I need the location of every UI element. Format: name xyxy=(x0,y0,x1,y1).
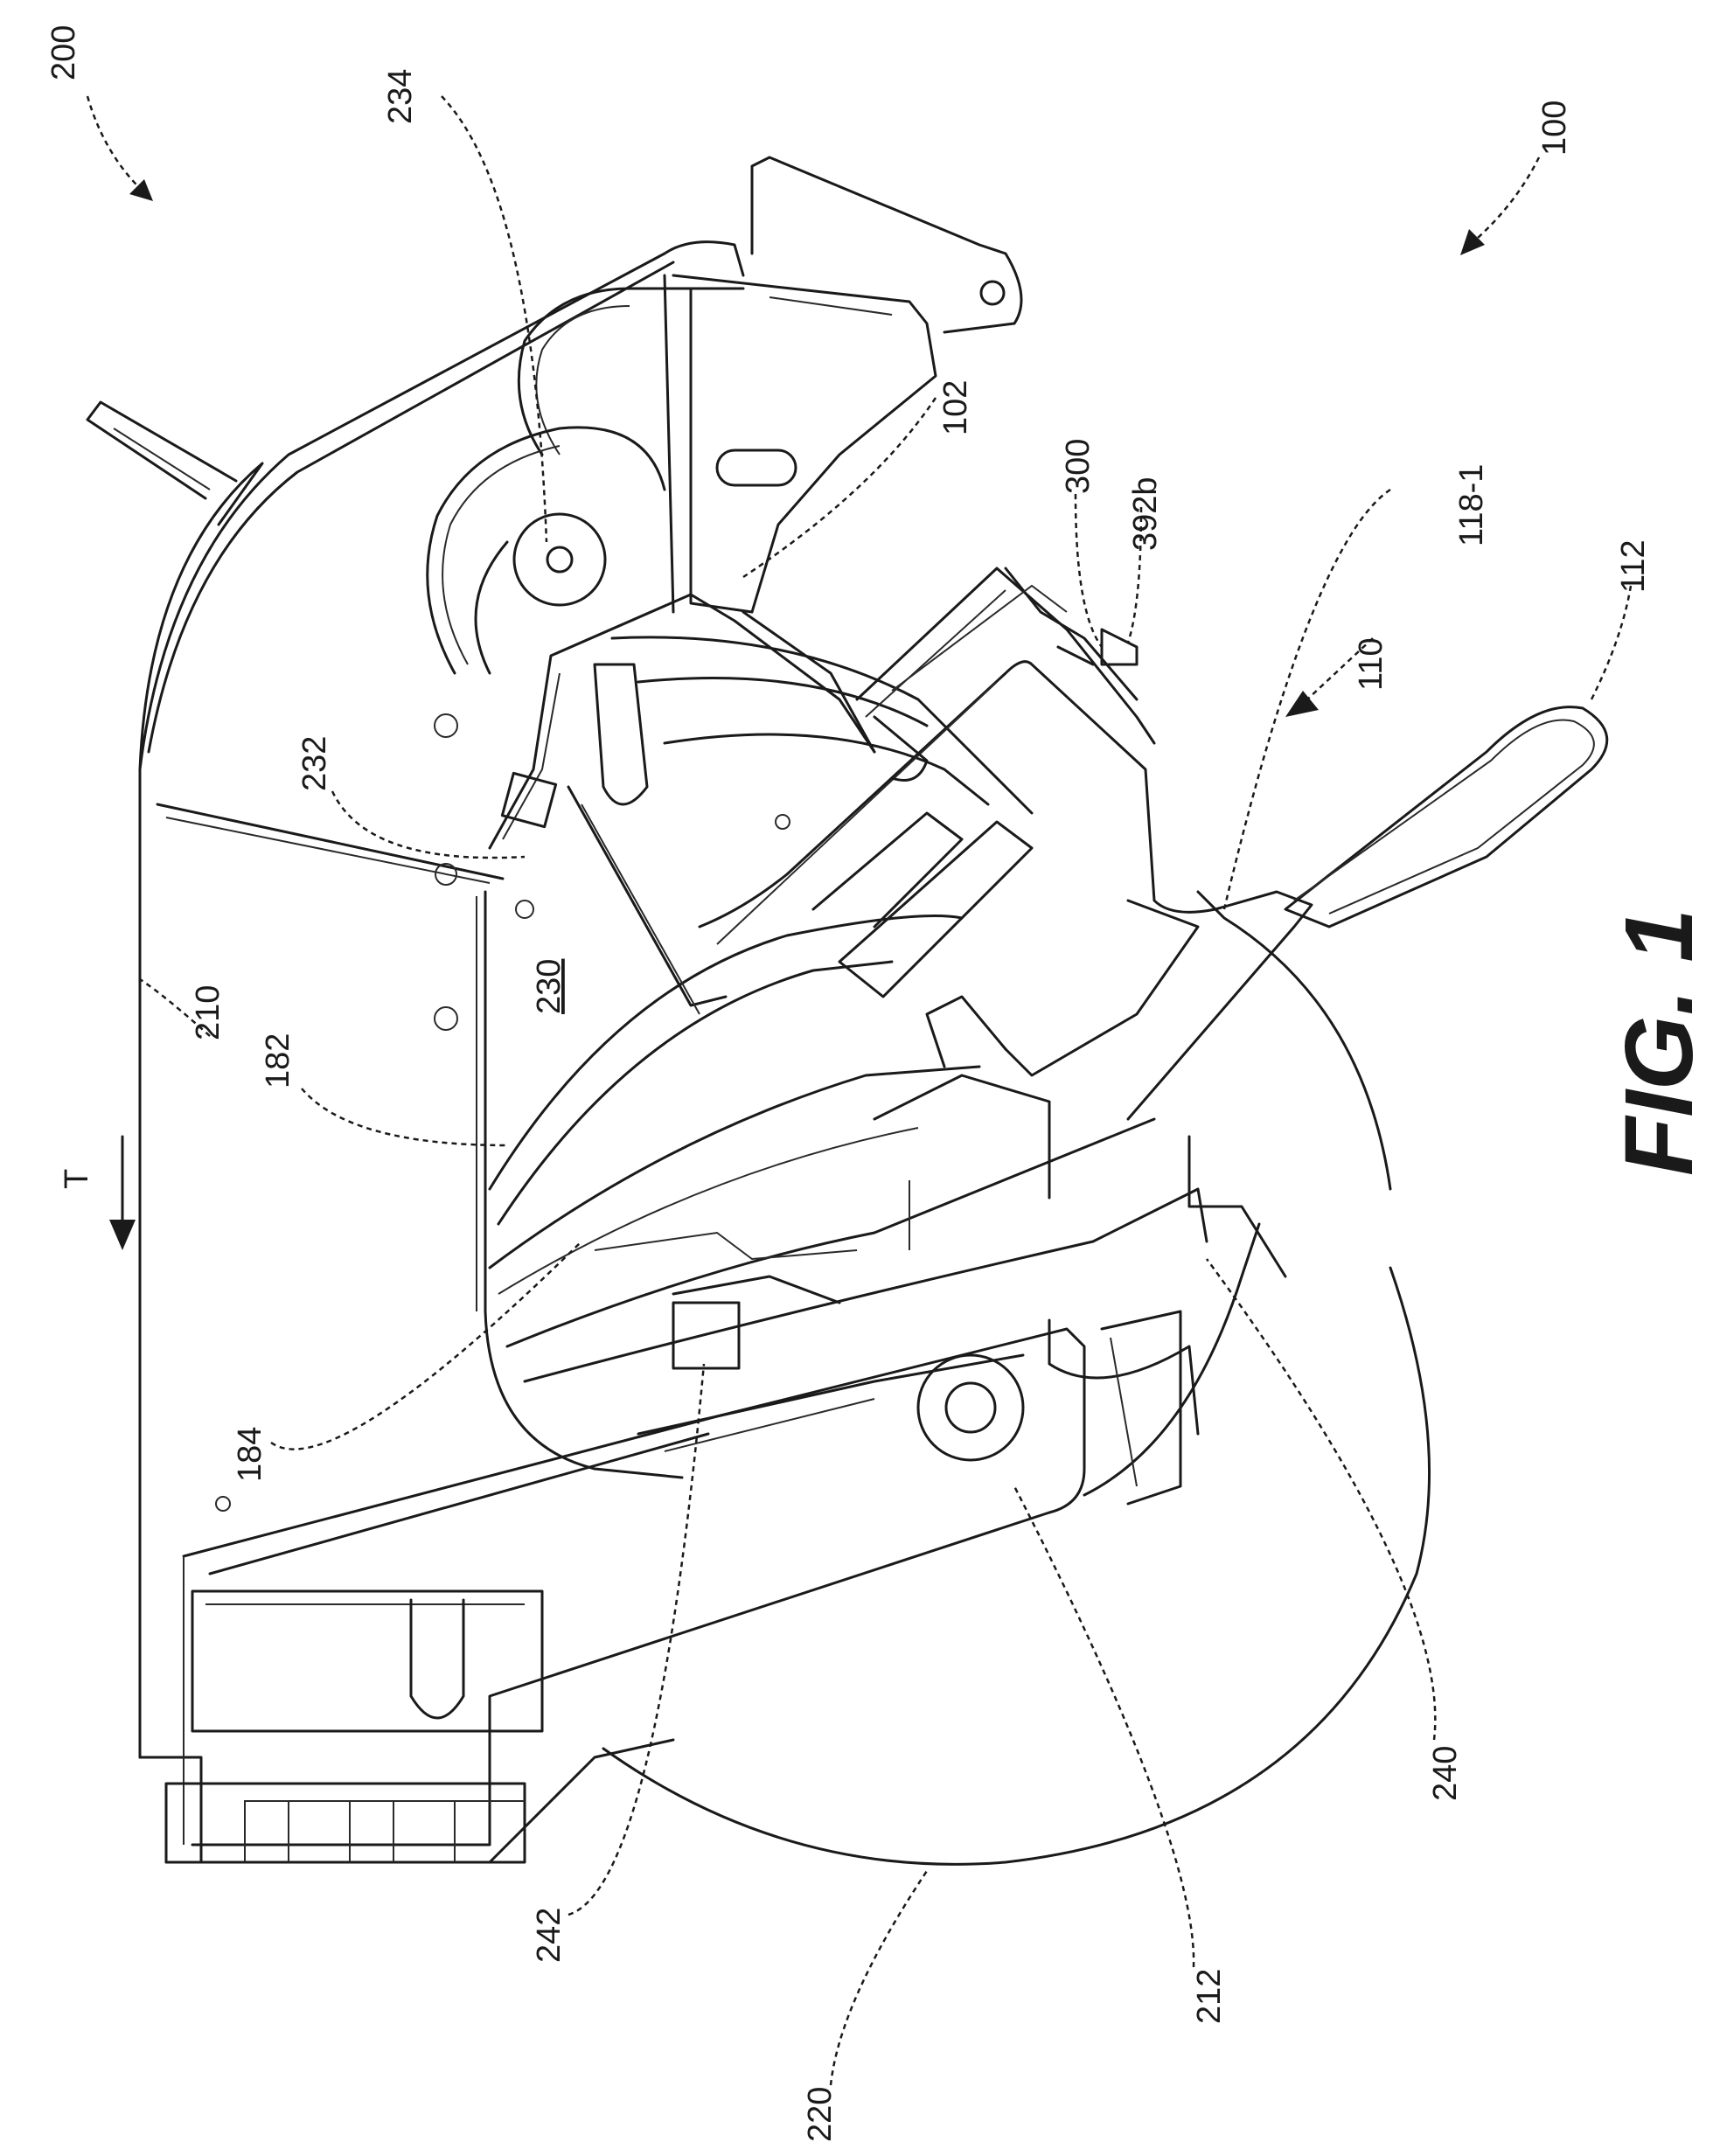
figure-caption: FIG. 1 xyxy=(1605,908,1713,1176)
ref-arrows xyxy=(87,96,1539,1250)
cartridge-110 xyxy=(700,568,1312,1119)
label-212: 212 xyxy=(1191,1969,1228,2024)
arm-bracket-232 xyxy=(490,595,874,1014)
label-220: 220 xyxy=(802,2087,839,2142)
label-200: 200 xyxy=(45,25,82,80)
housing-body xyxy=(87,242,1198,1862)
label-118-1: 118-1 xyxy=(1453,464,1490,546)
label-234: 234 xyxy=(382,69,419,124)
label-112: 112 xyxy=(1615,539,1652,593)
label-210: 210 xyxy=(190,985,226,1040)
label-184: 184 xyxy=(232,1427,268,1482)
label-100: 100 xyxy=(1536,101,1573,156)
label-110: 110 xyxy=(1353,637,1389,691)
label-240: 240 xyxy=(1427,1746,1464,1801)
label-300: 300 xyxy=(1060,439,1097,494)
leader-lines xyxy=(140,96,1631,2085)
label-392b: 392b xyxy=(1127,476,1164,551)
label-102: 102 xyxy=(937,380,974,435)
handle-loop-112 xyxy=(1285,707,1607,927)
label-242: 242 xyxy=(531,1908,568,1963)
label-232: 232 xyxy=(296,736,333,791)
reference-numerals: 200 234 100 102 300 392b 118-1 112 110 2… xyxy=(45,25,1652,2142)
label-230: 230 xyxy=(531,959,568,1014)
upper-pulley-234 xyxy=(428,289,796,673)
upper-bracket xyxy=(665,157,1021,752)
label-182: 182 xyxy=(260,1033,296,1088)
label-T: T xyxy=(59,1169,95,1189)
lower-pulley-240 xyxy=(638,1311,1180,1504)
guide-channel xyxy=(490,637,1207,1381)
wheel-circle xyxy=(603,892,1430,1864)
